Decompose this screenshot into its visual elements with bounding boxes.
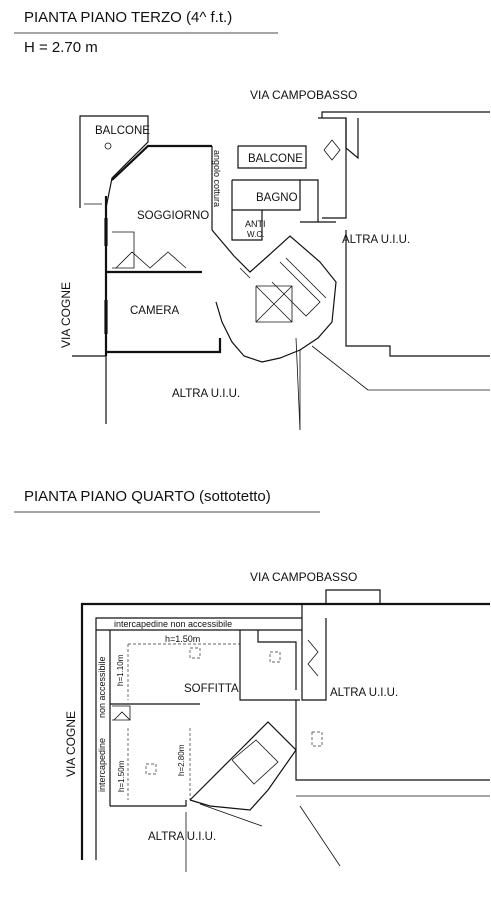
neighbor-east-b <box>295 700 490 781</box>
neighbor-diag-b <box>299 805 341 867</box>
core-stair-rail <box>285 257 327 299</box>
chimney-a <box>189 647 201 659</box>
bagno-walls <box>231 179 301 211</box>
floor4-labels: intercapedine non accessibile h=1.50m no… <box>97 619 398 843</box>
label-soffitta: SOFFITTA <box>184 683 239 695</box>
wall-north-west <box>111 144 212 181</box>
floor4-plan: PIANTA PIANO QUARTO (sottotetto) VIA CAM… <box>14 488 490 872</box>
outer-north-west <box>80 602 490 860</box>
core-b-walls <box>189 721 297 811</box>
label-soggiorno: SOGGIORNO <box>137 210 209 222</box>
neighbor-east <box>345 230 490 357</box>
label-h150-top: h=1.50m <box>165 634 200 644</box>
wall-west-lower <box>72 355 107 424</box>
south-wall <box>110 800 187 807</box>
label-balcone-left: BALCONE <box>95 125 150 137</box>
floor3-title: PIANTA PIANO TERZO (4^ f.t.) <box>24 9 232 26</box>
label-altra-uiu-right-b: ALTRA U.I.U. <box>330 687 398 699</box>
stairwell-b-steps <box>307 639 319 677</box>
core-south-line-b <box>295 337 301 431</box>
label-non-accessibile: non accessibile <box>97 656 107 718</box>
soffitta-east-wall <box>239 630 300 701</box>
floor3-street-north: VIA CAMPOBASSO <box>250 88 357 102</box>
bagno-east-walls <box>300 179 319 223</box>
floor3-walls <box>72 111 490 431</box>
label-intercapedine-top: intercapedine non accessibile <box>114 619 232 629</box>
drain-symbol <box>104 142 112 150</box>
chimney-c <box>145 763 157 775</box>
floor3-labels: BALCONE BALCONE angolo cottura BAGNO SOG… <box>95 125 410 400</box>
stairwell-east-steps <box>323 139 341 161</box>
label-camera: CAMERA <box>130 305 180 317</box>
label-h150-left: h=1.50m <box>117 760 126 792</box>
stair-b-outline <box>112 705 131 721</box>
inner-north-west <box>95 617 302 860</box>
label-angolo-cottura: angolo cottura <box>212 150 222 207</box>
neighbor-north <box>321 111 490 118</box>
floor3-street-west: VIA COGNE <box>59 282 73 348</box>
label-h110: h=1.10m <box>116 654 125 686</box>
stairwell-corner <box>345 118 359 160</box>
north-room-walls <box>257 630 297 690</box>
stairwell-b-walls <box>301 604 327 701</box>
floor3-height: H = 2.70 m <box>24 39 98 56</box>
lift-cross-b <box>255 285 293 323</box>
chimney-d <box>311 731 323 747</box>
floor4-street-north: VIA CAMPOBASSO <box>250 570 357 584</box>
floor4-title: PIANTA PIANO QUARTO (sottotetto) <box>24 488 271 505</box>
wall-south <box>106 338 222 354</box>
floor3-plan: PIANTA PIANO TERZO (4^ f.t.) H = 2.70 m … <box>14 9 490 431</box>
wc-walls <box>231 210 263 241</box>
label-altra-uiu-bottom-b: ALTRA U.I.U. <box>148 831 216 843</box>
label-bagno: BAGNO <box>256 192 298 204</box>
balcone-left-walls <box>79 115 149 209</box>
label-altra-uiu-bottom: ALTRA U.I.U. <box>172 388 240 400</box>
label-wc: W.C. <box>247 230 264 239</box>
stair-b-steps <box>113 711 131 721</box>
neighbor-diagonal <box>311 345 369 391</box>
stairwell-east <box>318 117 347 219</box>
label-altra-uiu-right: ALTRA U.I.U. <box>342 234 410 246</box>
neighbor-north-b <box>325 589 381 604</box>
core-stair-flight <box>271 261 321 317</box>
core-b-stair <box>199 803 263 827</box>
chimney-b <box>269 651 281 663</box>
label-h280: h=2.80m <box>177 744 186 776</box>
stair-a-outline <box>112 231 135 269</box>
stair-a-steps <box>115 251 187 269</box>
label-intercapedine-left: intercapedine <box>97 738 107 792</box>
core-walls <box>211 229 337 363</box>
balcone-right-walls <box>237 145 307 169</box>
floor4-street-west: VIA COGNE <box>64 711 78 777</box>
door-core <box>239 267 251 279</box>
label-anti: ANTI <box>245 219 266 229</box>
floor4-walls <box>80 589 490 872</box>
core-b-lift <box>231 739 279 785</box>
label-balcone-right: BALCONE <box>248 153 303 165</box>
